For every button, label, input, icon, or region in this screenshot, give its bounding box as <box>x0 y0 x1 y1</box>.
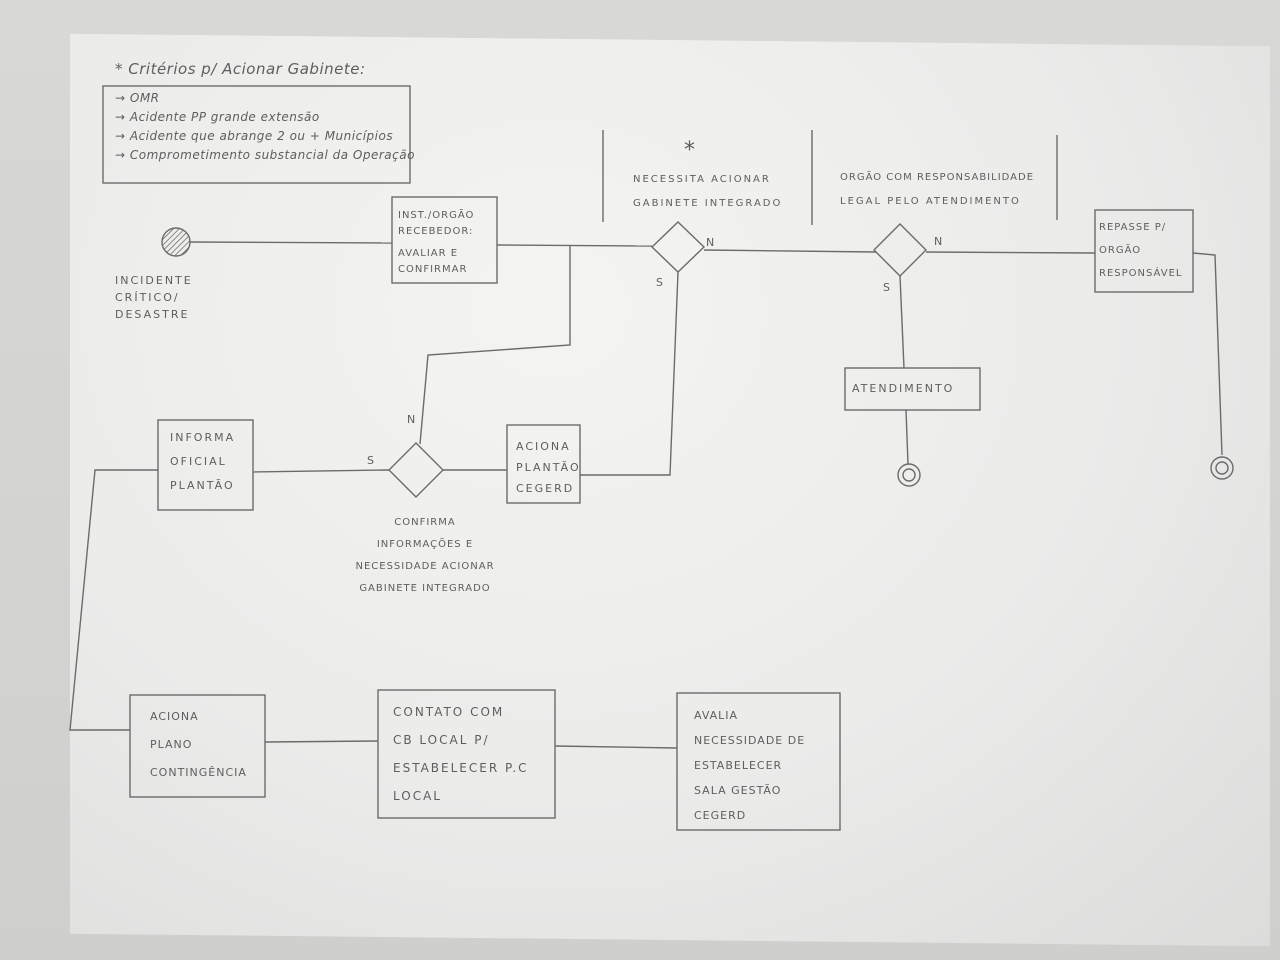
connector <box>905 409 909 465</box>
end-event-inner <box>902 468 916 482</box>
criteria-item: → Acidente que abrange 2 ou + Municípios <box>115 129 394 143</box>
label-line: INFORMAÇÕES E <box>376 539 474 550</box>
connector <box>252 469 390 473</box>
label-line: PLANO <box>150 738 193 751</box>
label-line: NECESSITA ACIONAR <box>633 174 771 185</box>
plano-text: ACIONA PLANO CONTINGÊNCIA <box>150 703 247 787</box>
connector <box>703 249 877 253</box>
label-line: CONFIRMAR <box>398 264 468 275</box>
label-line: INFORMA <box>170 431 236 444</box>
label-line: LOCAL <box>393 789 442 803</box>
connector <box>496 244 653 247</box>
branch-yes-label: S <box>883 281 890 294</box>
connector <box>69 469 158 731</box>
label-line: PLANTÃO <box>516 461 581 474</box>
label-line: CONFIRMA <box>394 517 456 528</box>
end-event <box>1210 456 1234 480</box>
decision-confirma <box>388 442 444 498</box>
receiver-text: INST./ORGÃO RECEBEDOR: AVALIAR E CONFIRM… <box>398 208 474 278</box>
branch-no-label: N <box>407 413 416 426</box>
label-line: ACIONA <box>150 710 199 723</box>
label-line: ORGÃO <box>1099 245 1142 256</box>
start-event <box>161 227 191 257</box>
label-line: INCIDENTE <box>115 274 193 287</box>
label-line: CRÍTICO/ <box>115 291 180 304</box>
label-line: OFICIAL <box>170 455 227 468</box>
header-gabinete: NECESSITA ACIONAR GABINETE INTEGRADO <box>633 168 782 216</box>
box-receiver <box>391 196 498 284</box>
confirma-label: CONFIRMA INFORMAÇÕES E NECESSIDADE ACION… <box>340 512 510 600</box>
end-event <box>897 463 921 487</box>
connector <box>580 271 679 476</box>
aciona-plantao-text: ACIONA PLANTÃO CEGERD <box>516 436 581 499</box>
branch-yes-label: S <box>656 276 663 289</box>
avalia-text: AVALIA NECESSIDADE DE ESTABELECER SALA G… <box>694 703 805 828</box>
box-informa <box>157 419 254 511</box>
branch-no-label: N <box>934 235 943 248</box>
label-line: REPASSE P/ <box>1099 222 1167 233</box>
connector <box>899 275 905 369</box>
connector <box>1192 252 1223 456</box>
atendimento-text: ATENDIMENTO <box>852 382 955 395</box>
criteria-item: → OMR <box>115 91 160 105</box>
label-line: CEGERD <box>516 482 575 495</box>
label-line: ESTABELECER <box>694 759 783 772</box>
connector <box>554 745 678 749</box>
box-repasse <box>1094 209 1194 293</box>
branch-yes-label: S <box>367 454 374 467</box>
criteria-title: * Critérios p/ Acionar Gabinete: <box>115 60 366 78</box>
decision-gabinete <box>650 221 706 273</box>
box-plano <box>129 694 266 798</box>
label-line: GABINETE INTEGRADO <box>359 583 491 594</box>
label-line: ESTABELECER P.C <box>393 761 529 775</box>
decision-orgao <box>873 223 927 277</box>
criteria-item: → Comprometimento substancial da Operaçã… <box>115 148 415 162</box>
end-event-inner <box>1215 461 1229 475</box>
connector <box>925 251 1096 254</box>
label-line: PLANTÃO <box>170 479 235 492</box>
label-line: CONTINGÊNCIA <box>150 766 247 779</box>
box-atendimento <box>844 367 981 411</box>
label-line: DESASTRE <box>115 308 190 321</box>
label-line: NECESSIDADE DE <box>694 734 806 747</box>
start-label: INCIDENTE CRÍTICO/ DESASTRE <box>115 272 193 323</box>
label-line: ORGÃO COM RESPONSABILIDADE <box>840 172 1035 183</box>
label-line: AVALIA <box>694 709 739 722</box>
label-line: GABINETE INTEGRADO <box>633 198 783 209</box>
box-contato <box>377 689 556 819</box>
label-line: AVALIAR E <box>398 248 459 259</box>
asterisk-mark: * <box>684 138 697 163</box>
header-orgao: ORGÃO COM RESPONSABILIDADE LEGAL PELO AT… <box>840 166 1034 214</box>
connector <box>189 241 393 244</box>
connector <box>419 245 571 445</box>
informa-text: INFORMA OFICIAL PLANTÃO <box>170 426 235 498</box>
label-line: NECESSIDADE ACIONAR <box>355 561 495 572</box>
label-line: RECEBEDOR: <box>398 226 474 237</box>
box-avalia <box>676 692 841 831</box>
criteria-box <box>102 85 411 184</box>
label-line: CB LOCAL P/ <box>393 733 490 747</box>
label-line: SALA GESTÃO <box>694 784 782 797</box>
label-line: INST./ORGÃO <box>398 210 475 221</box>
branch-no-label: N <box>706 236 715 249</box>
label-line: LEGAL PELO ATENDIMENTO <box>840 196 1021 207</box>
box-aciona-plantao <box>506 424 581 504</box>
repasse-text: REPASSE P/ ORGÃO RESPONSÁVEL <box>1099 216 1182 285</box>
label-line: ACIONA <box>516 440 571 453</box>
label-line: CONTATO COM <box>393 705 505 719</box>
connector <box>264 740 379 743</box>
label-line: CEGERD <box>694 809 747 822</box>
criteria-item: → Acidente PP grande extensão <box>115 110 320 124</box>
contato-text: CONTATO COM CB LOCAL P/ ESTABELECER P.C … <box>393 698 529 810</box>
label-line: RESPONSÁVEL <box>1099 268 1183 279</box>
